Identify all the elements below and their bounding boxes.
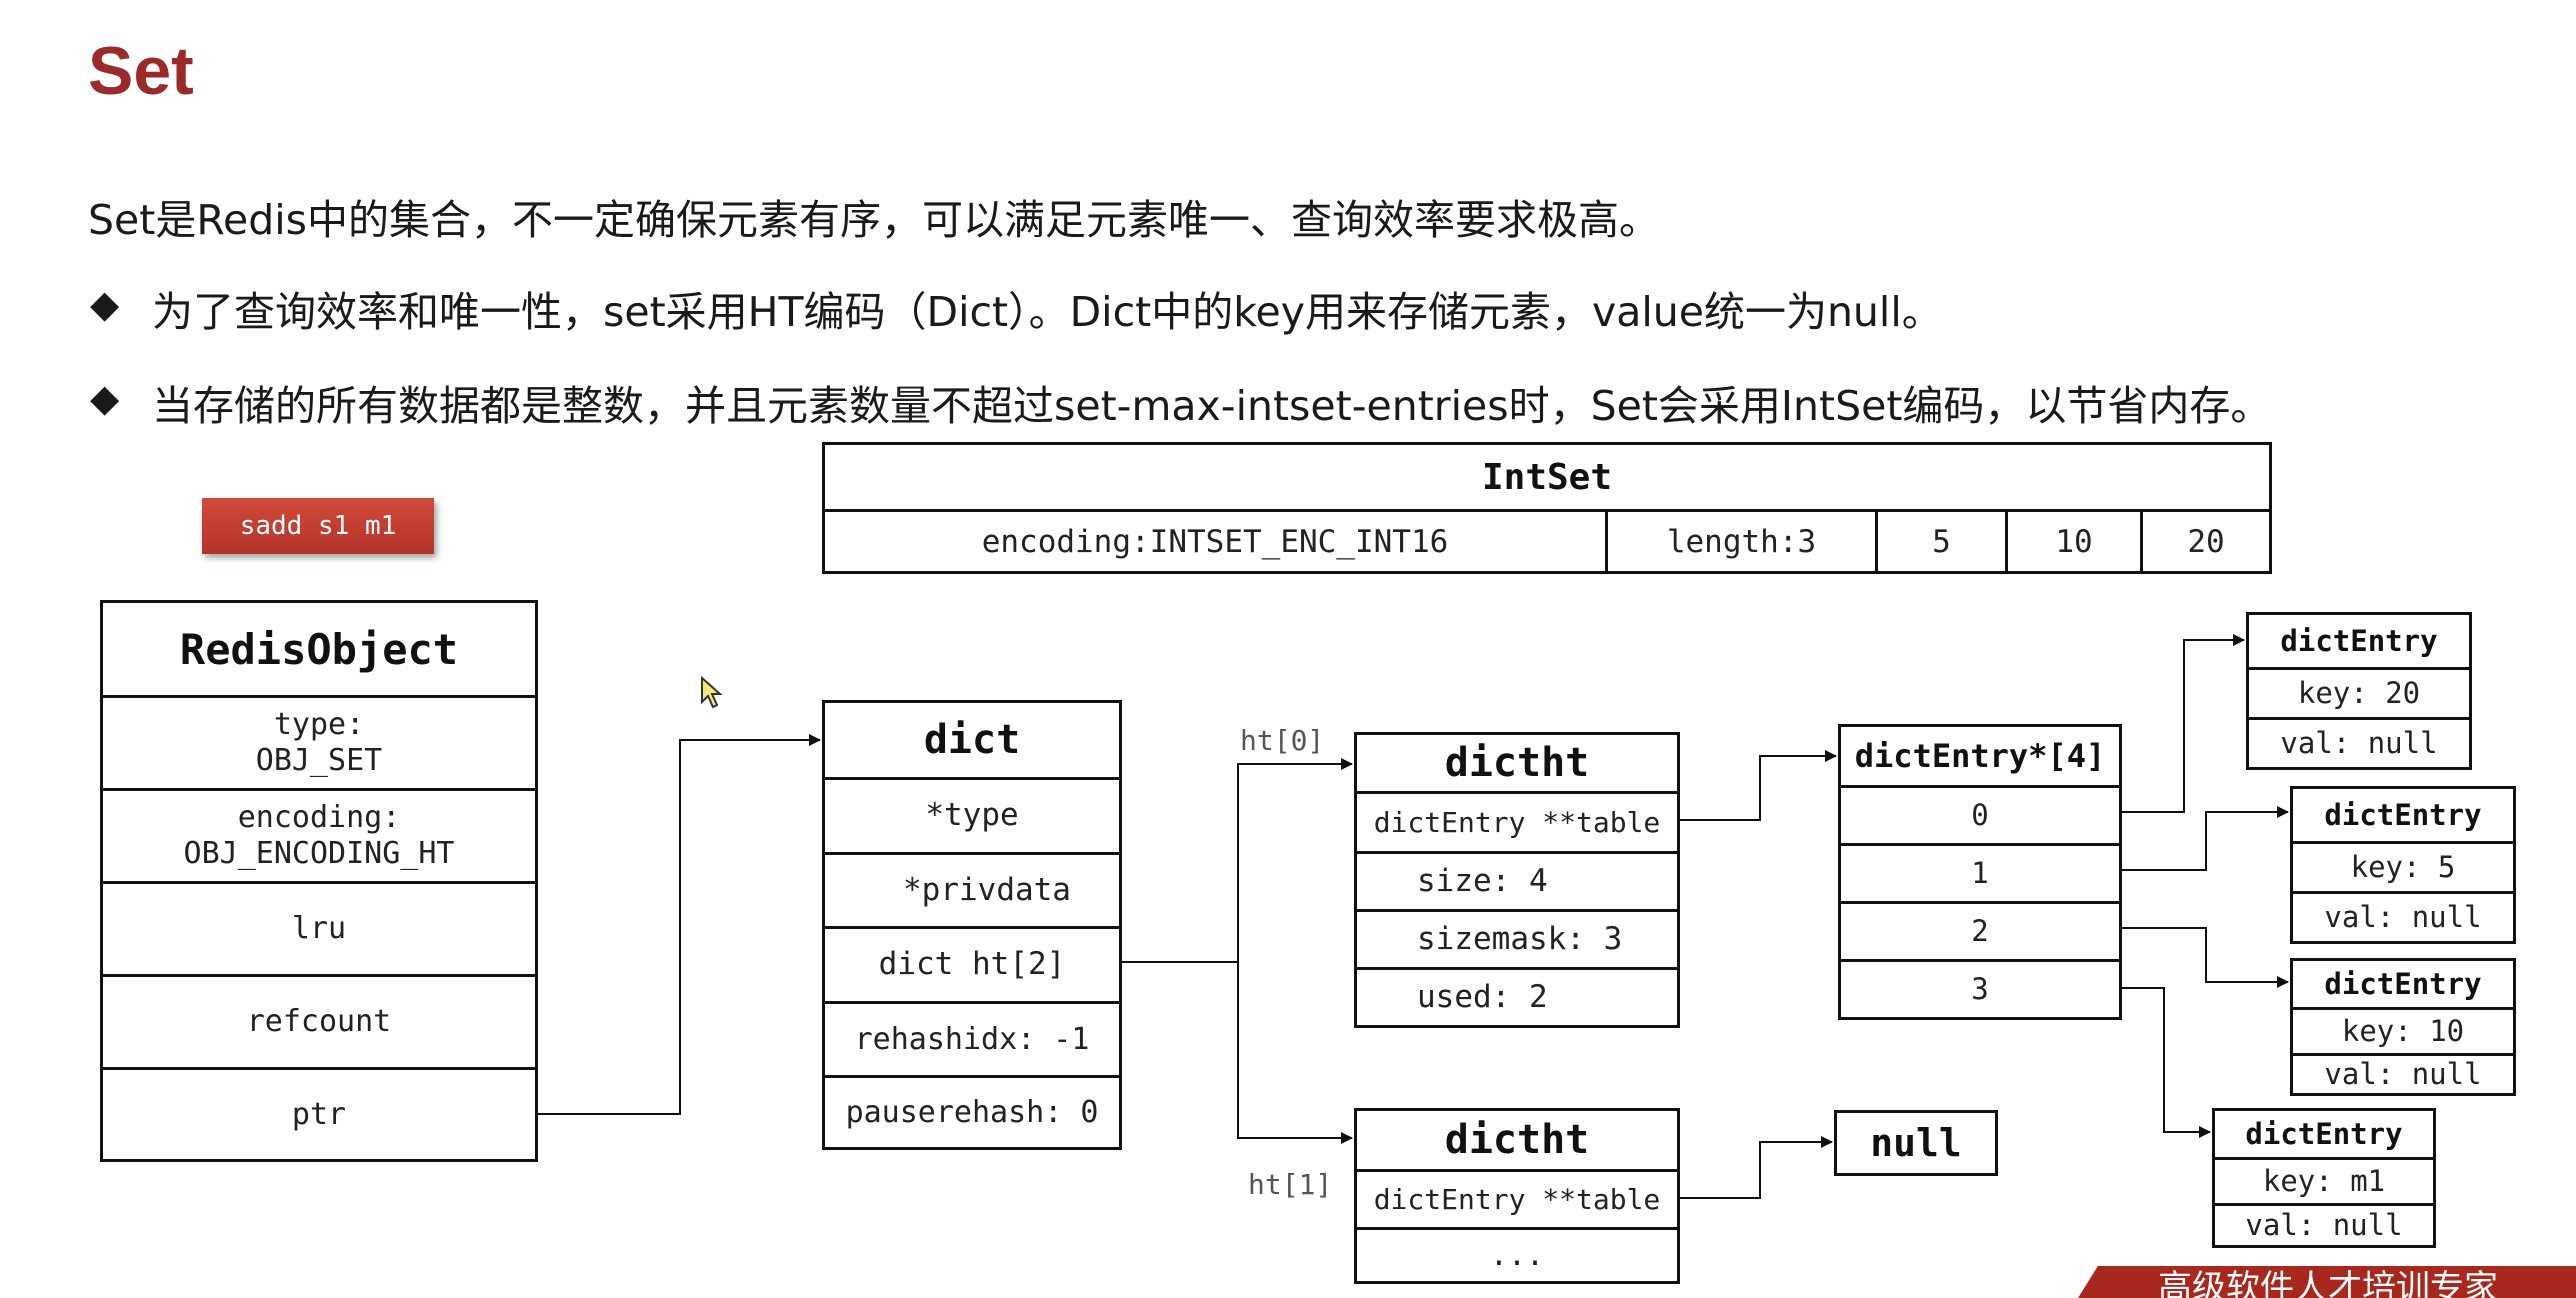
ptr-to-dict-arrow bbox=[538, 734, 821, 1115]
sadd-command-button[interactable]: sadd s1 m1 bbox=[202, 498, 434, 554]
dict-entry-key: key: 5 bbox=[2293, 841, 2513, 891]
dict-field: *type bbox=[825, 777, 1119, 852]
redis-object-lru: lru bbox=[103, 881, 535, 974]
ht0-label: ht[0] bbox=[1240, 724, 1325, 757]
dictht0-field: sizemask: 3 bbox=[1357, 909, 1677, 967]
dictht0-title: dictht bbox=[1444, 740, 1590, 786]
dictht0-field: used: 2 bbox=[1357, 967, 1677, 1025]
dict-title: dict bbox=[923, 717, 1021, 763]
slot3-arrow bbox=[2122, 987, 2211, 1138]
dict-entry-val: val: null bbox=[2293, 891, 2513, 941]
page-title: Set bbox=[88, 33, 194, 109]
dict-field: rehashidx: -1 bbox=[825, 1001, 1119, 1075]
entry-array-slot: 3 bbox=[1841, 959, 2119, 1017]
dictht0-field: dictEntry **table bbox=[1357, 791, 1677, 851]
bullet-icon: ◆ bbox=[90, 376, 120, 420]
dict-field: pauserehash: 0 bbox=[825, 1075, 1119, 1147]
intset-box: IntSet encoding:INTSET_ENC_INT16 length:… bbox=[822, 442, 2272, 574]
entry-array-title: dictEntry*[4] bbox=[1854, 737, 2106, 775]
dict-entry-box: dictEntry key: m1 val: null bbox=[2212, 1108, 2436, 1248]
footer-banner: 高级软件人才培训专家 bbox=[2078, 1266, 2576, 1298]
bullet-icon: ◆ bbox=[90, 282, 120, 326]
dict-entry-key: key: 20 bbox=[2249, 667, 2469, 717]
dict-entry-val: val: null bbox=[2293, 1053, 2513, 1093]
bullet-text-1: 为了查询效率和唯一性，set采用HT编码（Dict）。Dict中的key用来存储… bbox=[152, 288, 1943, 336]
redis-object-refcount: refcount bbox=[103, 974, 535, 1067]
dictht0-field: size: 4 bbox=[1357, 851, 1677, 909]
intset-value: 5 bbox=[1875, 512, 2005, 571]
redis-object-encoding: encoding: OBJ_ENCODING_HT bbox=[103, 788, 535, 881]
dict-entry-title: dictEntry bbox=[2280, 624, 2438, 658]
redis-object-type: type: OBJ_SET bbox=[103, 695, 535, 788]
dict-entry-box: dictEntry key: 10 val: null bbox=[2290, 958, 2516, 1096]
dict-entry-title: dictEntry bbox=[2324, 798, 2482, 832]
ht1-label: ht[1] bbox=[1248, 1168, 1333, 1201]
redis-object-title: RedisObject bbox=[179, 624, 459, 674]
table0-arrow bbox=[1680, 750, 1837, 821]
null-box: null bbox=[1834, 1110, 1998, 1176]
intset-value: 20 bbox=[2140, 512, 2269, 571]
entry-array-slot: 1 bbox=[1841, 843, 2119, 901]
redis-object-ptr: ptr bbox=[103, 1067, 535, 1159]
intro-text: Set是Redis中的集合，不一定确保元素有序，可以满足元素唯一、查询效率要求极… bbox=[88, 196, 1660, 244]
dict-entry-title: dictEntry bbox=[2324, 967, 2482, 1001]
bullet-text-2: 当存储的所有数据都是整数，并且元素数量不超过set-max-intset-ent… bbox=[152, 382, 2272, 430]
dict-entry-box: dictEntry key: 5 val: null bbox=[2290, 786, 2516, 944]
table1-arrow bbox=[1680, 1136, 1833, 1199]
dict-field: *privdata bbox=[825, 852, 1119, 926]
dict-entry-key: key: 10 bbox=[2293, 1007, 2513, 1053]
null-label: null bbox=[1870, 1121, 1962, 1165]
dictht1-field: dictEntry **table bbox=[1357, 1169, 1677, 1227]
slot0-arrow bbox=[2122, 634, 2245, 813]
entry-array-slot: 0 bbox=[1841, 785, 2119, 843]
dictht1-field: ... bbox=[1357, 1227, 1677, 1281]
dictht0-box: dictht dictEntry **table size: 4 sizemas… bbox=[1354, 732, 1680, 1028]
entry-array-box: dictEntry*[4] 0 1 2 3 bbox=[1838, 724, 2122, 1020]
intset-value: 10 bbox=[2005, 512, 2140, 571]
dict-entry-title: dictEntry bbox=[2245, 1117, 2403, 1151]
intset-title: IntSet bbox=[1481, 456, 1613, 498]
dict-entry-val: val: null bbox=[2215, 1203, 2433, 1245]
intset-length: length:3 bbox=[1605, 512, 1875, 571]
ht1-arrow bbox=[1237, 962, 1353, 1144]
dict-entry-key: key: m1 bbox=[2215, 1157, 2433, 1203]
dict-entry-val: val: null bbox=[2249, 717, 2469, 767]
slot1-arrow bbox=[2122, 806, 2289, 871]
dictht1-box: dictht dictEntry **table ... bbox=[1354, 1108, 1680, 1284]
redis-object-box: RedisObject type: OBJ_SET encoding: OBJ_… bbox=[100, 600, 538, 1162]
mouse-cursor-icon bbox=[701, 676, 723, 709]
slot2-arrow bbox=[2122, 927, 2289, 988]
dict-field: dict ht[2] bbox=[825, 926, 1119, 1001]
ht0-arrow bbox=[1237, 758, 1353, 962]
intset-encoding: encoding:INTSET_ENC_INT16 bbox=[981, 523, 1449, 560]
dict-box: dict *type *privdata dict ht[2] rehashid… bbox=[822, 700, 1122, 1150]
dictht1-title: dictht bbox=[1444, 1117, 1590, 1163]
intset-row: encoding:INTSET_ENC_INT16 length:3 5 10 … bbox=[825, 509, 2269, 571]
entry-array-slot: 2 bbox=[1841, 901, 2119, 959]
dict-entry-box: dictEntry key: 20 val: null bbox=[2246, 612, 2472, 770]
